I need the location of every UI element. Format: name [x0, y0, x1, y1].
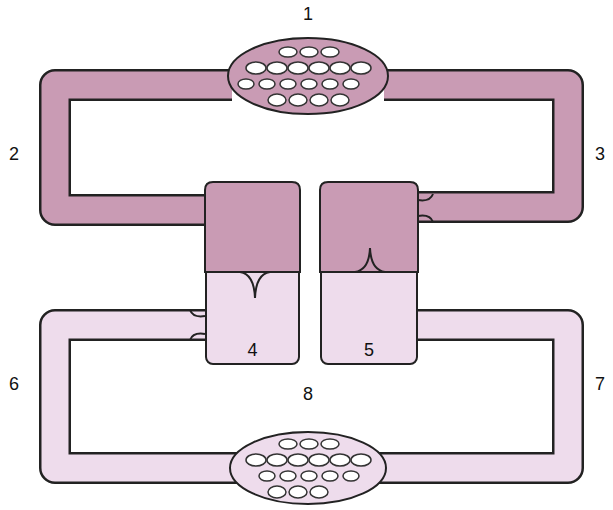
capillary-cell: [300, 439, 318, 449]
callout-number: 4: [247, 341, 257, 359]
capillary-cell: [309, 62, 329, 74]
callout-number: 2: [9, 145, 19, 163]
capillary-cell: [343, 471, 359, 481]
capillary-cell: [279, 439, 297, 449]
capillary-cell: [289, 94, 307, 106]
callout-number: 5: [364, 341, 374, 359]
capillary-cell: [259, 471, 275, 481]
capillary-cell: [343, 79, 359, 89]
capillary-cell: [289, 486, 307, 498]
capillary-cell: [331, 94, 349, 106]
capillary-cell: [301, 471, 317, 481]
capillary-cell: [300, 47, 318, 57]
capillary-cell: [310, 486, 328, 498]
capillary-cell: [268, 94, 286, 106]
capillary-cell: [309, 454, 329, 466]
capillary-cell: [279, 47, 297, 57]
capillary-cell: [322, 471, 338, 481]
callout-number: 7: [595, 375, 605, 393]
capillary-bed: [228, 38, 388, 114]
callout-number: 6: [9, 375, 19, 393]
atrium: [320, 182, 418, 272]
capillary-cell: [259, 79, 275, 89]
capillary-bed: [230, 432, 386, 504]
capillary-cell: [351, 62, 371, 74]
capillary-cell: [238, 79, 254, 89]
capillary-cell: [280, 471, 296, 481]
capillary-cell: [288, 62, 308, 74]
capillary-cell: [330, 454, 350, 466]
capillary-cell: [267, 62, 287, 74]
heart-valve: [355, 248, 385, 272]
capillary-cell: [321, 439, 339, 449]
callout-number: 8: [303, 385, 313, 403]
capillary-cell: [301, 79, 317, 89]
capillary-cell: [267, 454, 287, 466]
callout-number: 1: [303, 5, 313, 23]
callout-number: 3: [595, 145, 605, 163]
capillary-cell: [288, 454, 308, 466]
ventricle: 5: [320, 271, 418, 365]
heart-valve: [190, 310, 205, 340]
capillary-cell: [280, 79, 296, 89]
capillary-cell: [246, 62, 266, 74]
heart-valve: [418, 194, 433, 222]
capillary-cell: [246, 454, 266, 466]
atrium: [205, 182, 300, 272]
capillary-cell: [321, 47, 339, 57]
capillary-cell: [310, 94, 328, 106]
capillary-cell: [351, 454, 371, 466]
ventricle: 4: [205, 271, 300, 365]
capillary-cell: [322, 79, 338, 89]
capillary-cell: [330, 62, 350, 74]
capillary-cell: [268, 486, 286, 498]
heart-valve: [240, 272, 270, 298]
